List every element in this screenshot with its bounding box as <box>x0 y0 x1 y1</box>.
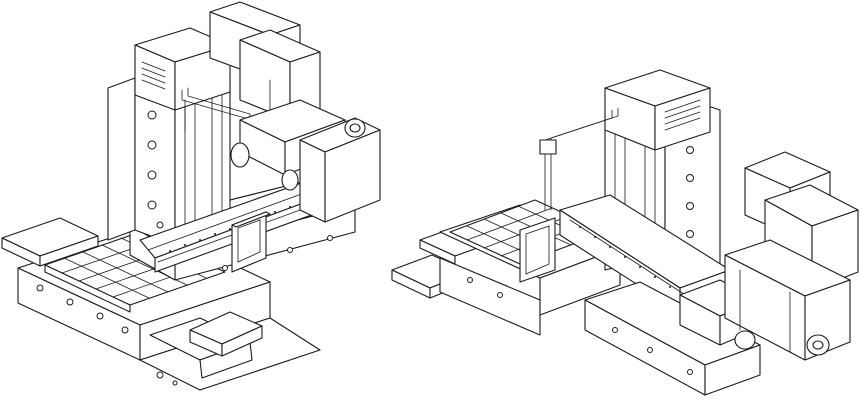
chip-conveyor <box>299 117 381 223</box>
top-housing <box>134 27 231 111</box>
end-plate-left <box>1 217 99 267</box>
motor-stand-r <box>724 239 851 361</box>
top-housing-r <box>604 69 711 151</box>
control-door <box>231 211 271 273</box>
machine-view-left <box>1 1 381 391</box>
machine-view-right <box>391 69 859 396</box>
coolant-pipe-r <box>539 107 619 211</box>
motor-unit <box>209 1 321 121</box>
control-door-r <box>519 217 556 283</box>
chip-conveyor-r <box>584 281 761 396</box>
column-rails <box>174 77 231 246</box>
end-plate-right <box>189 311 263 357</box>
column <box>107 77 176 246</box>
rack-r <box>579 226 671 288</box>
